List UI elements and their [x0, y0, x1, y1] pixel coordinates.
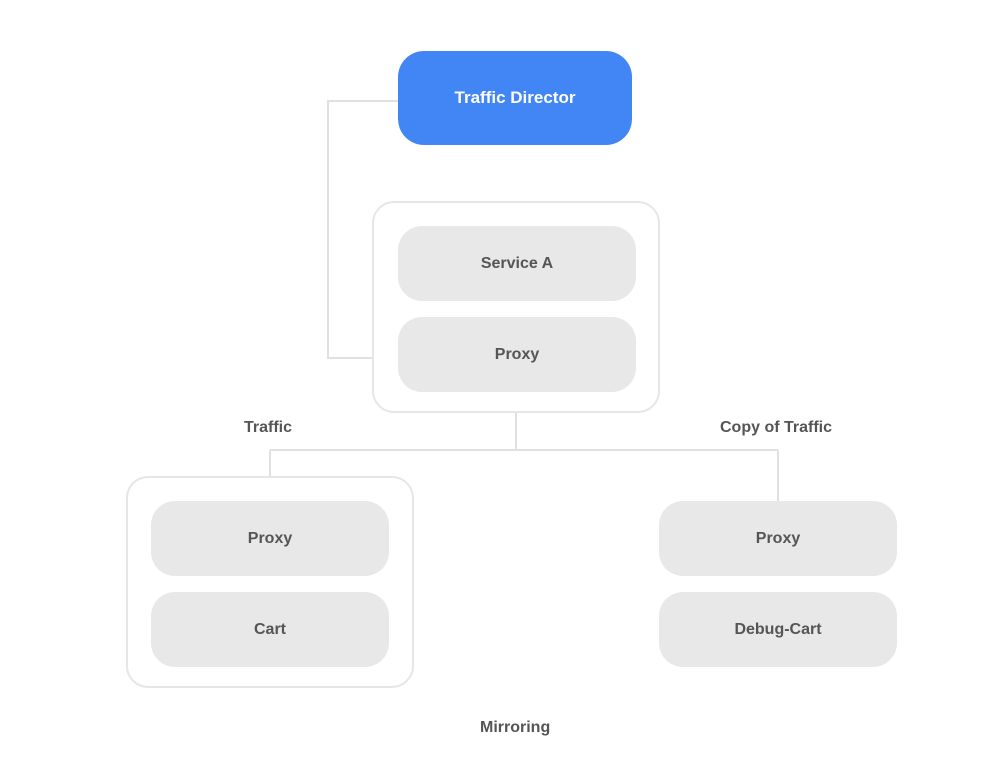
cart-node: Cart — [151, 592, 389, 667]
traffic-director-node: Traffic Director — [398, 51, 632, 145]
copy-of-traffic-edge-label: Copy of Traffic — [720, 419, 833, 436]
cart-label: Cart — [253, 620, 286, 638]
traffic-director-label: Traffic Director — [454, 88, 576, 107]
service-a-proxy-label: Proxy — [494, 345, 540, 363]
debug-proxy-label: Proxy — [755, 529, 801, 547]
debug-cart-label: Debug-Cart — [734, 620, 822, 638]
service-a-node: Service A — [398, 226, 636, 301]
debug-proxy-node: Proxy — [659, 501, 897, 576]
traffic-edge-label: Traffic — [244, 419, 293, 436]
service-a-proxy-node: Proxy — [398, 317, 636, 392]
diagram-caption: Mirroring — [480, 719, 551, 736]
cart-proxy-node: Proxy — [151, 501, 389, 576]
connector-director-to-proxy — [327, 100, 398, 359]
service-a-label: Service A — [480, 254, 554, 272]
cart-proxy-label: Proxy — [247, 529, 293, 547]
debug-cart-node: Debug-Cart — [659, 592, 897, 667]
